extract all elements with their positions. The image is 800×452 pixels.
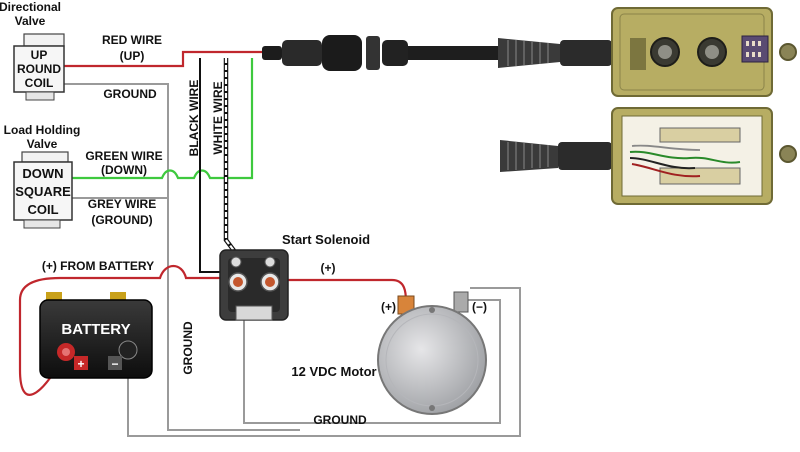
strain-relief-top [498, 38, 612, 68]
directional-valve-icon [13, 33, 65, 101]
up-coil-line3: COIL [25, 76, 54, 90]
motor-icon [377, 291, 487, 415]
battery-icon [39, 292, 153, 379]
ground-wire-battery [127, 287, 521, 437]
red-wire-motor [270, 278, 408, 303]
motor-negative-label: (−) [472, 300, 487, 314]
red-wire-battery [18, 264, 236, 396]
load-holding-valve-icon [13, 151, 73, 229]
ground-wire-bottom [243, 299, 501, 424]
battery-negative-sign: − [111, 357, 118, 371]
green-wire-label: GREEN WIRE [85, 149, 162, 163]
down-coil-line3: COIL [27, 202, 58, 217]
down-coil-line2: SQUARE [15, 184, 71, 199]
pendant-open-icon [500, 107, 797, 205]
green-wire-down-label: (DOWN) [101, 163, 147, 177]
down-coil-line1: DOWN [22, 166, 63, 181]
battery-positive-sign: + [77, 357, 84, 371]
up-coil-line2: ROUND [17, 62, 61, 76]
motor-positive-label: (+) [381, 300, 396, 314]
ground-vertical-label: GROUND [181, 321, 195, 375]
ground-wire-top [62, 83, 300, 431]
black-wire-label: BLACK WIRE [187, 80, 201, 157]
directional-valve-title-line1: Directional [0, 0, 61, 14]
ground-top-label: GROUND [103, 87, 157, 101]
white-wire [223, 58, 240, 258]
solenoid-icon [219, 249, 289, 321]
grey-wire-label: GREY WIRE [88, 197, 156, 211]
motor-label: 12 VDC Motor [291, 364, 376, 379]
load-holding-title-line2: Valve [27, 137, 58, 151]
start-solenoid-title: Start Solenoid [282, 232, 370, 247]
up-coil-line1: UP [31, 48, 48, 62]
load-holding-title-line1: Load Holding [4, 123, 81, 137]
red-wire [62, 50, 262, 68]
cable-connector [262, 35, 498, 71]
battery-label: BATTERY [61, 321, 130, 338]
green-wire [72, 58, 254, 180]
white-wire-label: WHITE WIRE [211, 81, 225, 154]
ground-bottom-label: GROUND [313, 413, 367, 427]
solenoid-positive-label: (+) [321, 261, 336, 275]
directional-valve-title-line2: Valve [15, 14, 46, 28]
pendant-switch-icon [611, 7, 797, 97]
grey-wire-ground-label: (GROUND) [91, 213, 152, 227]
red-wire-up-label: (UP) [120, 49, 145, 63]
from-battery-label: (+) FROM BATTERY [42, 259, 154, 273]
red-wire-label: RED WIRE [102, 33, 162, 47]
